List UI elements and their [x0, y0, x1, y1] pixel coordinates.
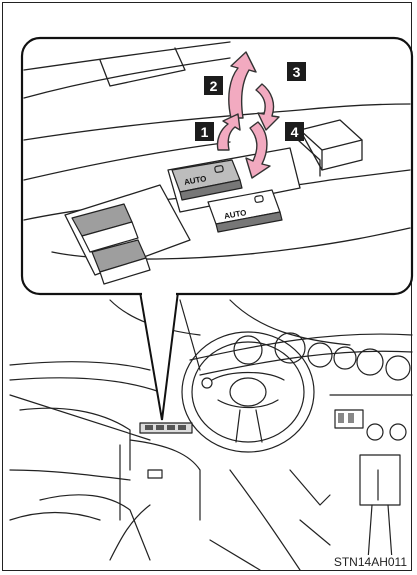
callout-number-1: 1: [195, 122, 214, 141]
callout-pointer: [140, 292, 178, 420]
car-interior-scene: [10, 300, 412, 570]
callout-number-2: 2: [204, 76, 223, 95]
callout-number-4: 4: [285, 122, 304, 141]
callout-number-3: 3: [287, 62, 306, 81]
image-code: STN14AH011: [332, 555, 409, 569]
